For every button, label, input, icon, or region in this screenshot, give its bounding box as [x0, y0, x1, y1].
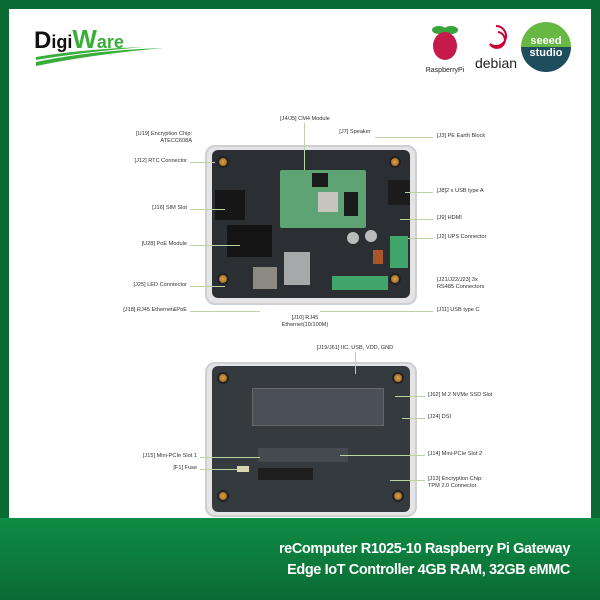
- product-title-line1: reComputer R1025-10 Raspberry Pi Gateway: [278, 541, 570, 557]
- leader-line: [400, 219, 433, 220]
- standoff: [392, 372, 404, 384]
- leader-line: [190, 286, 225, 287]
- ic-chips: [258, 468, 313, 480]
- leader-line: [190, 311, 260, 312]
- leader-line: [304, 123, 305, 170]
- fuse: [237, 466, 249, 472]
- mini-pcie-slots: [258, 448, 348, 462]
- usb-a-port: [388, 180, 410, 205]
- leader-line: [190, 209, 225, 210]
- label-encryption-chip: [U19] Encryption Chip: ATECC608A: [136, 131, 192, 144]
- leader-line: [200, 457, 260, 458]
- label-cm4-module: [J4/J5] CM4 Module: [280, 116, 330, 122]
- label-dsi: [J24] DSI: [428, 414, 452, 420]
- leader-line: [402, 418, 425, 419]
- leader-line: [395, 396, 425, 397]
- standoff: [389, 156, 401, 168]
- label-hdmi: [J9] HDMI: [437, 215, 462, 221]
- leader-line: [320, 311, 433, 312]
- leader-line: [355, 352, 356, 374]
- leader-line: [340, 455, 425, 456]
- leader-line: [390, 480, 425, 481]
- poe-module: [227, 225, 272, 257]
- product-title-line2: Edge IoT Controller 4GB RAM, 32GB eMMC: [287, 562, 570, 578]
- label-led-connector: [J25] LED Conntector: [133, 282, 187, 288]
- label-mini-pcie-slot-1: [J15] Mini-PCIe Slot 1: [142, 453, 197, 459]
- label-m2-nvme-slot: [J62] M.2 NVMe SSD Slot: [428, 392, 493, 398]
- raspberrypi-logo: RaspberryPi: [420, 22, 470, 74]
- label-rtc-connector: [J12] RTC Connector: [134, 158, 187, 164]
- label-usb-type-a: [J8]2 x USB type A: [437, 188, 484, 194]
- label-rj45-ethernet: [J10] RJ45 Ethernet(10/100M): [281, 315, 329, 328]
- rs485-connectors: [332, 276, 388, 290]
- leader-line: [190, 162, 215, 163]
- cm4-module: [280, 170, 366, 228]
- leader-line: [375, 137, 433, 138]
- inductor: [373, 250, 383, 264]
- capacitor: [347, 232, 359, 244]
- label-rs485-connectors: [J21/J22/J23] 3x RS485 Connectors: [437, 277, 485, 290]
- debian-logo: debian: [474, 20, 518, 74]
- standoff: [217, 372, 229, 384]
- label-iic-usb-vdd-gnd: [J19/J61] IIC, USB, VDD, GND: [316, 345, 394, 351]
- label-fuse: [F1] Fuse: [173, 465, 197, 471]
- label-pe-earth-block: [J3] PE Earth Block: [437, 133, 486, 139]
- standoff: [217, 273, 229, 285]
- capacitor: [365, 230, 377, 242]
- digiware-logo: DigiWare: [34, 22, 164, 70]
- label-sim-slot: [J16] SIM Slot: [152, 205, 187, 211]
- svg-text:RaspberryPi: RaspberryPi: [426, 67, 465, 74]
- ups-connector: [390, 236, 408, 268]
- nvme-ssd-slot: [252, 388, 384, 426]
- standoff: [217, 490, 229, 502]
- svg-text:debian: debian: [475, 55, 517, 71]
- label-poe-module: [U28] PoE Module: [141, 241, 187, 247]
- leader-line: [408, 238, 433, 239]
- leader-line: [200, 469, 237, 470]
- label-usb-type-c: [J11] USB type C: [437, 307, 480, 313]
- label-rj45-ethernet-poe: [J18] RJ45 Ethernet&PoE: [123, 307, 187, 313]
- sim-slot: [215, 190, 245, 220]
- standoff: [389, 273, 401, 285]
- label-ups-connector: [J2] UPS Connector: [437, 234, 487, 240]
- standoff: [217, 156, 229, 168]
- rj45-port: [284, 252, 310, 285]
- label-tpm-connector: [J13] Encryption Chip: TPM 2.0 Connector: [428, 476, 483, 489]
- label-speaker: [J7] Speaker: [339, 129, 371, 135]
- rj45-poe-port: [253, 267, 277, 289]
- footer-banner: reComputer R1025-10 Raspberry Pi Gateway…: [0, 518, 600, 600]
- label-mini-pcie-slot-2: [J14] Mini-PCIe Slot 2: [428, 451, 483, 457]
- leader-line: [405, 192, 433, 193]
- standoff: [392, 490, 404, 502]
- leader-line: [190, 245, 240, 246]
